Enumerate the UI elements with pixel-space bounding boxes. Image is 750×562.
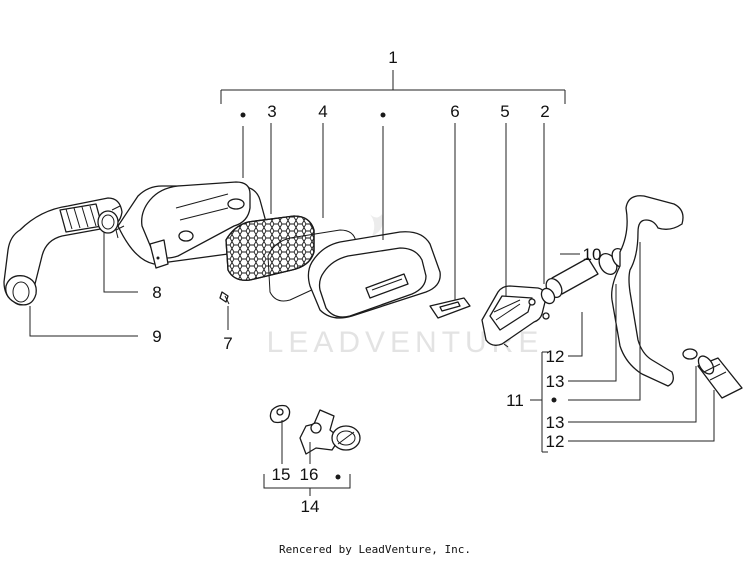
callout-14: 14 <box>301 497 320 516</box>
callout-16: 16 <box>300 465 319 484</box>
callout-13-bottom: 13 <box>546 413 565 432</box>
dot-marker <box>240 112 246 118</box>
callout-4: 4 <box>318 102 327 121</box>
callout-10: 10 <box>583 245 602 264</box>
dot-marker <box>335 474 341 480</box>
dot-marker <box>551 397 557 403</box>
callout-2: 2 <box>540 102 549 121</box>
outlet-flange <box>481 285 550 348</box>
air-box-cover <box>307 231 441 319</box>
leader-lines <box>29 70 715 496</box>
plate <box>429 297 471 319</box>
callout-12-bottom: 12 <box>546 432 565 451</box>
dot-marker <box>380 112 386 118</box>
intake-duct <box>3 197 123 306</box>
callout-8: 8 <box>152 283 161 302</box>
callout-7: 7 <box>223 334 232 353</box>
callout-1: 1 <box>388 48 397 67</box>
cap-kit <box>269 404 361 455</box>
callout-labels: 1 2 3 4 5 6 7 8 9 10 11 12 13 13 12 14 1… <box>152 48 601 516</box>
hose-assembly <box>540 195 743 399</box>
dot-markers <box>240 112 557 480</box>
callout-15: 15 <box>272 465 291 484</box>
screw <box>219 291 230 305</box>
callout-3: 3 <box>267 102 276 121</box>
honeycomb-filter <box>225 215 315 281</box>
callout-9: 9 <box>152 327 161 346</box>
callout-11: 11 <box>506 391 524 410</box>
render-credit: Rencered by LeadVenture, Inc. <box>279 543 471 556</box>
callout-5: 5 <box>500 102 509 121</box>
callout-13-top: 13 <box>546 372 565 391</box>
callout-6: 6 <box>450 102 459 121</box>
callout-12-top: 12 <box>546 347 565 366</box>
clamp-ring <box>97 205 121 234</box>
